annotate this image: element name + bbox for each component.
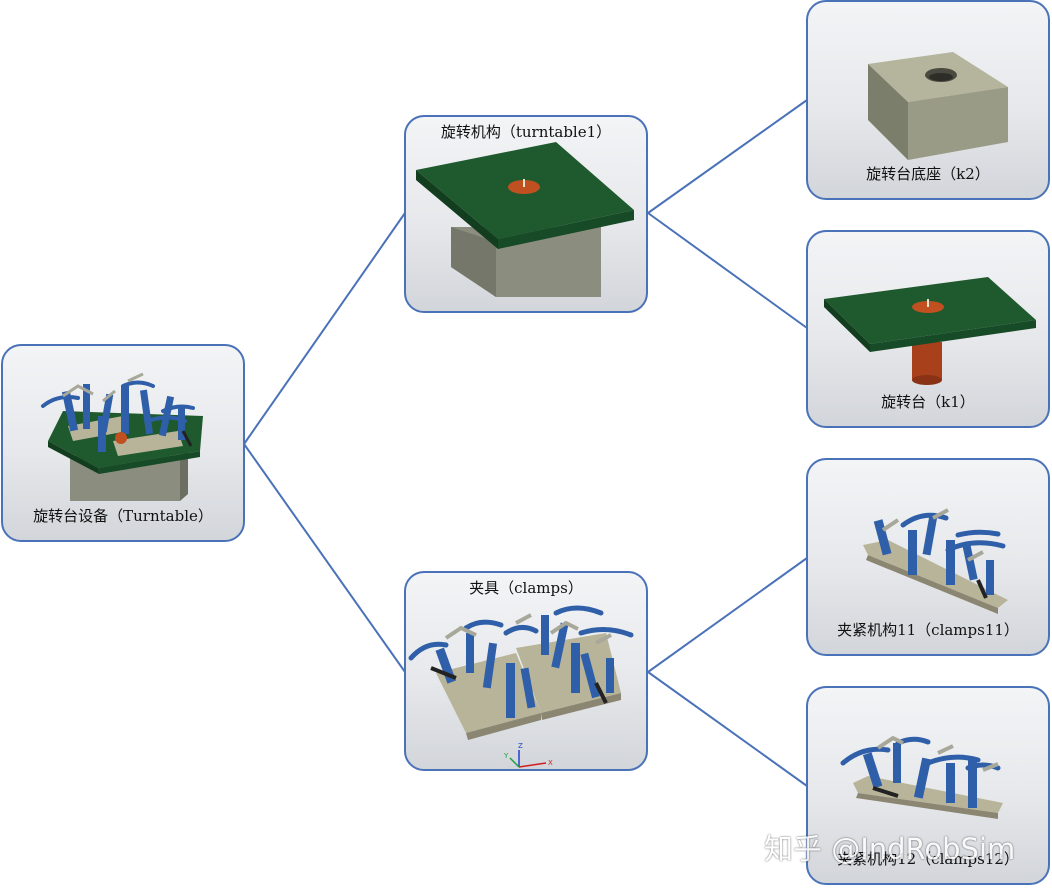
link-clamps-clamps11 [647,557,808,673]
turntable-assembly-icon [41,372,203,501]
axis-triad-icon: X Z Y [503,742,553,768]
node-label: 夹具（clamps） [469,579,583,597]
axis-z-label: Z [518,742,523,750]
link-clamps-clamps12 [647,671,808,787]
node-label: 旋转台设备（Turntable） [33,507,213,525]
node-label: 旋转机构（turntable1） [440,123,612,141]
node-label: 夹紧机构11（clamps11） [837,621,1019,639]
node-label: 旋转台（k1） [881,393,975,411]
clamps-fixture-icon: X Z Y [408,605,634,768]
turntable-base-icon [868,52,1008,160]
link-root-clamps [243,443,406,673]
turntable-plate-icon [824,277,1036,385]
link-root-turntable1 [243,212,406,445]
clamp-mechanism-icon [863,508,1008,614]
axis-y-label: Y [503,752,509,760]
link-turntable1-k1 [647,212,808,329]
watermark: 知乎 @IndRobSim [764,832,1016,866]
node-turntable-plate[interactable]: 旋转台（k1） [806,230,1050,428]
node-turntable-equipment[interactable]: 旋转台设备（Turntable） [1,344,245,542]
clamp-mechanism-icon [840,735,1003,819]
link-turntable1-k2 [647,99,808,214]
node-clamps12[interactable]: 夹紧机构12（clamps12） [806,686,1050,885]
node-label: 夹紧机构12（clamps12） [837,850,1019,868]
node-label: 旋转台底座（k2） [866,165,990,183]
node-turntable-mechanism[interactable]: 旋转机构（turntable1） [404,115,648,313]
node-clamps11[interactable]: 夹紧机构11（clamps11） [806,458,1050,656]
turntable-mechanism-icon [416,142,634,297]
axis-x-label: X [548,759,553,767]
node-clamps[interactable]: X Z Y 夹具（clamps） [404,571,648,771]
node-turntable-base[interactable]: 旋转台底座（k2） [806,0,1050,200]
